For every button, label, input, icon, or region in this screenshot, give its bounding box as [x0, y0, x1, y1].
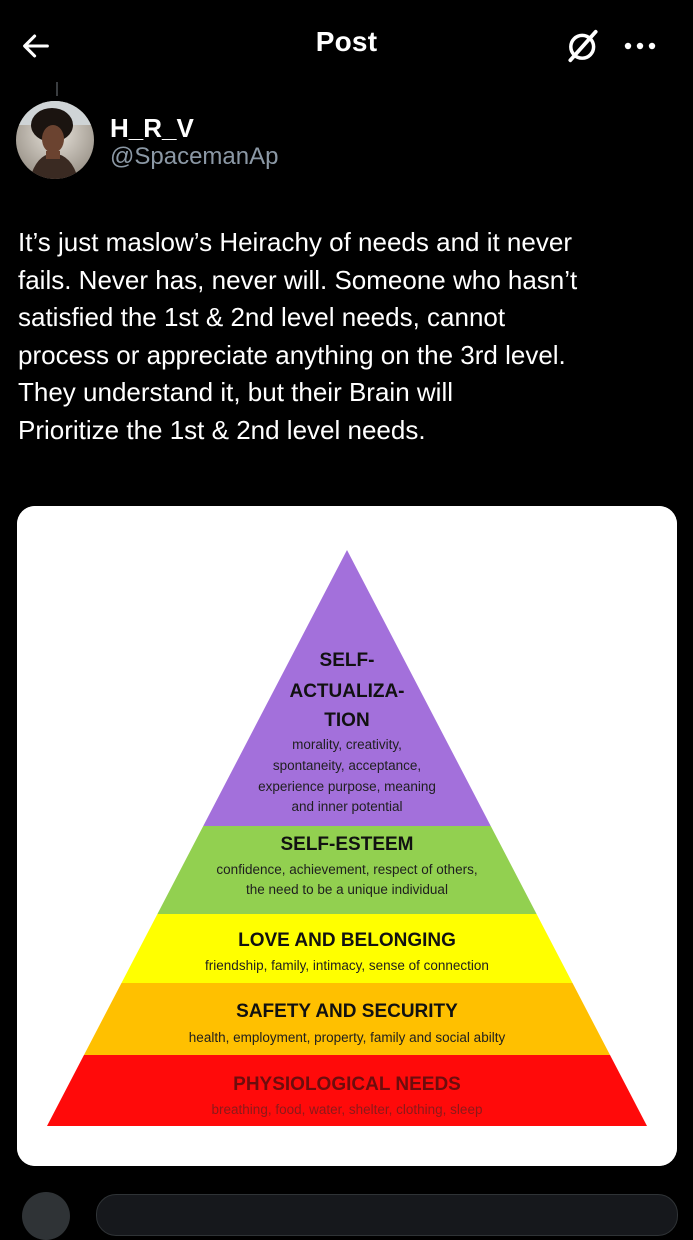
author-avatar[interactable] — [16, 101, 94, 179]
more-options-button[interactable] — [618, 24, 662, 68]
grok-icon — [568, 29, 598, 63]
author-display-name[interactable]: H_R_V — [110, 113, 194, 143]
pyramid-level-band — [47, 1055, 647, 1126]
pyramid-level-description: the need to be a unique individual — [246, 882, 448, 897]
pyramid-level-title: LOVE AND BELONGING — [238, 930, 456, 951]
post-text: It’s just maslow’s Heirachy of needs and… — [18, 224, 678, 449]
pyramid-level-description: morality, creativity, — [292, 737, 402, 752]
pyramid-level-description: breathing, food, water, shelter, clothin… — [212, 1102, 483, 1117]
pyramid-level-title: PHYSIOLOGICAL NEEDS — [233, 1074, 461, 1095]
more-dots-icon — [624, 42, 656, 50]
post-text-line: satisfied the 1st & 2nd level needs, can… — [18, 302, 506, 332]
pyramid-level-title: SELF- — [320, 650, 375, 671]
back-button[interactable] — [14, 24, 58, 68]
post-text-line: fails. Never has, never will. Someone wh… — [18, 264, 578, 295]
pyramid-level-description: health, employment, property, family and… — [189, 1030, 506, 1045]
pyramid-level-title: TION — [324, 710, 369, 731]
post-media-image[interactable]: PHYSIOLOGICAL NEEDS breathing, food, wate… — [17, 506, 677, 1166]
post-text-line: Prioritize the 1st & 2nd level needs. — [18, 414, 426, 445]
post-text-line: process or appreciate anything on the 3r… — [18, 339, 566, 370]
reply-avatar — [22, 1192, 70, 1240]
pyramid-level-description: and inner potential — [291, 799, 402, 814]
post-text-line: They understand it, but their Brain will — [18, 377, 453, 407]
reply-input[interactable] — [96, 1194, 678, 1236]
post-text-line: It’s just maslow’s Heirachy of needs and… — [18, 227, 572, 257]
pyramid-level-title: SELF-ESTEEM — [280, 834, 413, 855]
pyramid-level-band — [121, 914, 573, 983]
page-title: Post — [315, 26, 378, 57]
pyramid-level-band — [203, 550, 491, 826]
grok-button[interactable] — [561, 24, 605, 68]
maslow-pyramid-diagram: PHYSIOLOGICAL NEEDS breathing, food, wate… — [17, 506, 677, 1166]
pyramid-level-description: spontaneity, acceptance, — [273, 758, 421, 773]
pyramid-level-description: experience purpose, meaning — [258, 779, 436, 794]
pyramid-level-band — [83, 983, 611, 1055]
pyramid-level-description: confidence, achievement, respect of othe… — [216, 862, 477, 877]
pyramid-level-title: SAFETY AND SECURITY — [236, 1001, 458, 1022]
author-handle[interactable]: @SpacemanAp — [110, 143, 279, 170]
arrow-left-icon — [23, 34, 49, 58]
thread-line — [56, 82, 58, 96]
pyramid-level-band — [157, 826, 537, 914]
top-bar: Post — [0, 0, 693, 90]
pyramid-level-description: friendship, family, intimacy, sense of c… — [205, 958, 489, 973]
pyramid-level-title: ACTUALIZA- — [289, 681, 404, 702]
